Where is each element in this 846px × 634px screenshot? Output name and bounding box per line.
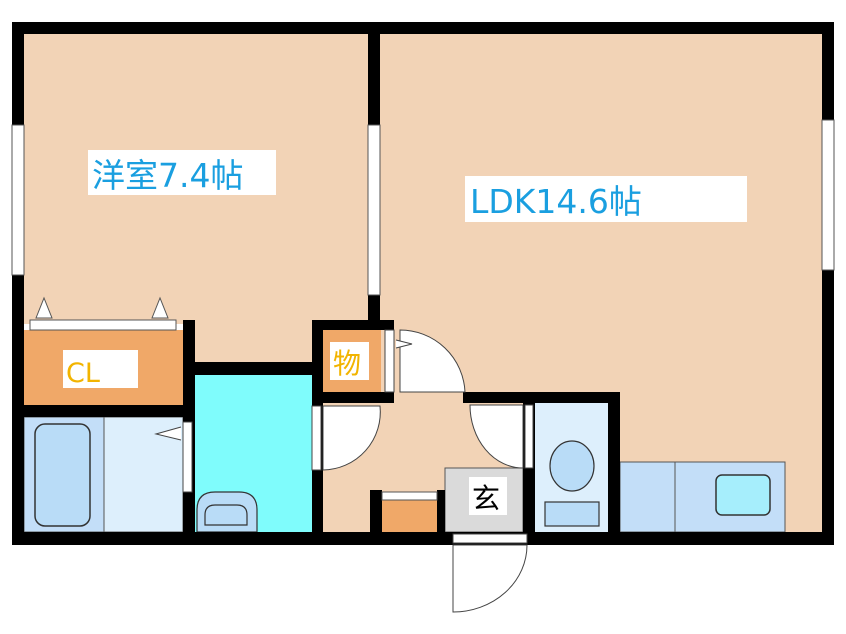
washbasin-inner bbox=[204, 504, 248, 526]
shoe-box bbox=[382, 500, 437, 532]
closet-label-bg bbox=[63, 350, 138, 388]
western-room-label: 洋室7.4帖 bbox=[92, 156, 243, 195]
bath-door[interactable] bbox=[154, 421, 193, 493]
storage-door[interactable] bbox=[384, 329, 466, 393]
bathtub bbox=[34, 423, 91, 527]
shoe-box-door bbox=[381, 491, 438, 501]
closet-door-marker bbox=[35, 296, 169, 319]
ldk-label: LDK14.6帖 bbox=[470, 182, 642, 221]
toilet-door[interactable] bbox=[469, 404, 534, 469]
toilet-tank-icon bbox=[544, 501, 600, 527]
windows bbox=[11, 119, 835, 296]
entrance-label-bg bbox=[469, 477, 507, 515]
kitchen-counter bbox=[619, 461, 676, 533]
toilet-bowl-icon bbox=[549, 440, 595, 492]
entrance-door[interactable] bbox=[452, 533, 528, 613]
washroom-door[interactable] bbox=[311, 405, 381, 471]
sink-icon bbox=[715, 474, 771, 516]
ldk-label-bg bbox=[465, 176, 747, 222]
closet-label: CL bbox=[66, 358, 100, 389]
corridor-floor bbox=[195, 324, 312, 364]
storage-label-bg bbox=[330, 342, 369, 380]
entrance-label: 玄 bbox=[472, 482, 500, 515]
western-room-label-bg bbox=[88, 150, 276, 195]
closet-door[interactable] bbox=[29, 319, 177, 331]
storage-label: 物 bbox=[333, 347, 361, 380]
doors bbox=[154, 329, 534, 613]
